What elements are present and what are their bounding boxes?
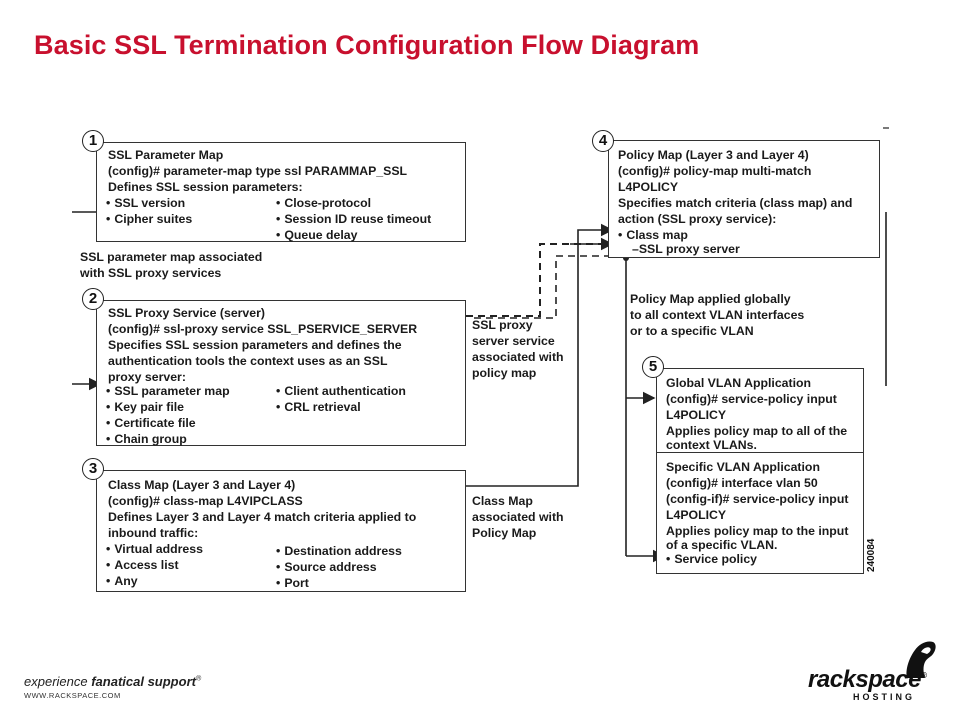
box2-item: Certificate file xyxy=(106,416,195,432)
note-4: to all context VLAN interfaces xyxy=(630,308,805,322)
note-2: SSL proxy xyxy=(472,318,533,332)
box2-description: Specifies SSL session parameters and def… xyxy=(108,338,402,352)
global-vlan-command: L4POLICY xyxy=(666,408,727,422)
box1-description: Defines SSL session parameters: xyxy=(108,180,303,194)
figure-code: 240084 xyxy=(866,538,877,572)
dashed-connector-2-to-4-b xyxy=(474,255,618,319)
box2-command: (config)# ssl-proxy service SSL_PSERVICE… xyxy=(108,322,418,336)
global-vlan-description: context VLANs. xyxy=(666,438,757,452)
box3-description: inbound traffic: xyxy=(108,526,199,540)
specific-vlan-command: L4POLICY xyxy=(666,508,727,522)
box2-item: CRL retrieval xyxy=(276,400,360,416)
note-3: Policy Map xyxy=(472,526,537,540)
box1-item: Queue delay xyxy=(276,228,357,244)
global-vlan-heading: Global VLAN Application xyxy=(666,376,812,390)
box3-item: Access list xyxy=(106,558,178,574)
note-4: or to a specific VLAN xyxy=(630,324,754,338)
box3-item: Destination address xyxy=(276,544,402,560)
box4-heading: Policy Map (Layer 3 and Layer 4) xyxy=(618,148,809,162)
box1-item: Session ID reuse timeout xyxy=(276,212,431,228)
specific-vlan-description: of a specific VLAN. xyxy=(666,538,778,552)
box3-description: Defines Layer 3 and Layer 4 match criter… xyxy=(108,510,417,524)
box3-item: Source address xyxy=(276,560,376,576)
box1-command: (config)# parameter-map type ssl PARAMMA… xyxy=(108,164,408,178)
note-3: associated with xyxy=(472,510,564,524)
brand-subtitle: HOSTING xyxy=(853,692,916,702)
global-vlan-description: Applies policy map to all of the xyxy=(666,424,848,438)
box1-item: SSL version xyxy=(106,196,185,212)
page-title: Basic SSL Termination Configuration Flow… xyxy=(34,30,700,60)
rackspace-logo-icon xyxy=(906,641,936,678)
specific-vlan-description: Applies policy map to the input xyxy=(666,524,849,538)
specific-vlan-item: Service policy xyxy=(666,552,757,568)
note-1: with SSL proxy services xyxy=(80,266,222,280)
footer-url: WWW.RACKSPACE.COM xyxy=(24,691,121,700)
dashed-connector-2-to-4 xyxy=(466,243,608,317)
box4-command: (config)# policy-map multi-match xyxy=(618,164,812,178)
step-1-badge: 1 xyxy=(82,130,104,152)
box4-item: Class map xyxy=(618,228,688,244)
box3-heading: Class Map (Layer 3 and Layer 4) xyxy=(108,478,296,492)
step-2-badge: 2 xyxy=(82,288,104,310)
brand-name: rackspace® xyxy=(808,666,927,694)
specific-vlan-heading: Specific VLAN Application xyxy=(666,460,820,474)
box2-item: SSL parameter map xyxy=(106,384,229,400)
note-4: Policy Map applied globally xyxy=(630,292,791,306)
brand-name-text: rackspace xyxy=(808,666,921,693)
box2-description: authentication tools the context uses as… xyxy=(108,354,388,368)
footer-tagline-mark: ® xyxy=(195,675,202,683)
brand-name-mark: ® xyxy=(920,671,927,680)
solid-connector-3-to-4 xyxy=(466,223,614,487)
footer-tagline-bold: fanatical support xyxy=(91,674,196,689)
box1-heading: SSL Parameter Map xyxy=(108,148,224,162)
box4-command: L4POLICY xyxy=(618,180,679,194)
footer-tagline-block: experience fanatical support® WWW.RACKSP… xyxy=(24,674,201,700)
note-3: Class Map xyxy=(472,494,533,508)
box2-item: Key pair file xyxy=(106,400,184,416)
box3-item: Port xyxy=(276,576,309,592)
step-3-badge: 3 xyxy=(82,458,104,480)
box2-heading: SSL Proxy Service (server) xyxy=(108,306,265,320)
rackspace-logo: rackspace® HOSTING xyxy=(808,640,940,702)
box4-item: –SSL proxy server xyxy=(632,242,740,256)
note-2: policy map xyxy=(472,366,537,380)
specific-vlan-command: (config)# interface vlan 50 xyxy=(666,476,818,490)
footer-tagline: experience fanatical support® xyxy=(24,674,201,689)
note-2: server service xyxy=(472,334,555,348)
specific-vlan-command: (config-if)# service-policy input xyxy=(666,492,849,506)
global-vlan-command: (config)# service-policy input xyxy=(666,392,837,406)
box3-item: Virtual address xyxy=(106,542,203,558)
box1-item: Cipher suites xyxy=(106,212,192,228)
footer-tagline-plain: experience xyxy=(24,674,92,689)
box2-item: Client authentication xyxy=(276,384,406,400)
box1-item: Close-protocol xyxy=(276,196,371,212)
box4-description: action (SSL proxy service): xyxy=(618,212,777,226)
step-4-badge: 4 xyxy=(592,130,614,152)
box4-description: Specifies match criteria (class map) and xyxy=(618,196,853,210)
box2-item: Chain group xyxy=(106,432,186,448)
box3-command: (config)# class-map L4VIPCLASS xyxy=(108,494,303,508)
note-1: SSL parameter map associated xyxy=(80,250,263,264)
box2-description: proxy server: xyxy=(108,370,186,384)
box3-item: Any xyxy=(106,574,137,590)
note-2: associated with xyxy=(472,350,564,364)
step-5-badge: 5 xyxy=(642,356,664,378)
vlan-application-box xyxy=(656,368,864,574)
vlan-application-divider xyxy=(656,452,864,453)
